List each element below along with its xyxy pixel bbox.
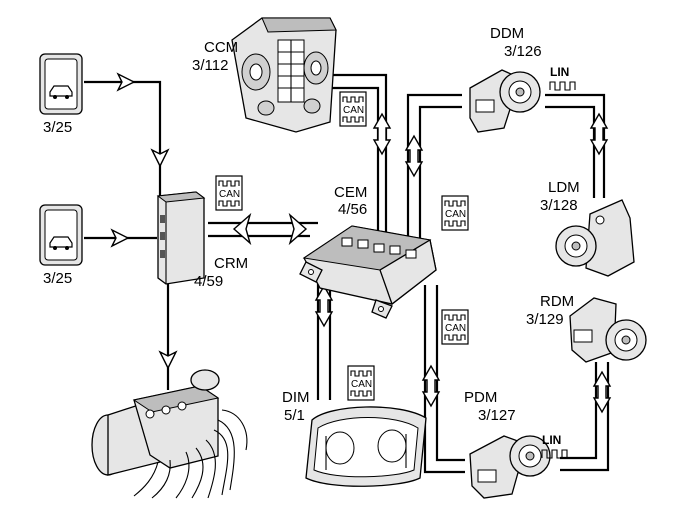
arrow-double-icon: [404, 134, 424, 178]
arrow-right-icon: [288, 212, 308, 246]
window-motor-icon: [469, 69, 541, 133]
can-label: CAN: [219, 189, 240, 200]
pdm-module: PDM 3/127: [464, 389, 551, 499]
car-lock-icon: [49, 85, 73, 99]
arrow-double-icon: [314, 284, 334, 328]
arrow-double-icon: [372, 112, 392, 156]
ccm-code: 3/112: [192, 57, 228, 74]
arrow-left-icon: [232, 212, 252, 246]
ldm-name: LDM: [548, 179, 580, 196]
arrow-double-icon: [592, 370, 612, 414]
control-module-icon: [156, 191, 206, 285]
instrument-cluster-icon: [305, 406, 427, 487]
crm-name: CRM: [214, 255, 248, 272]
can-bus-icon: CAN: [339, 91, 367, 127]
can-label: CAN: [351, 379, 372, 390]
path-rdm-pdm-a: [560, 362, 598, 460]
ldm-module: LDM 3/128: [540, 179, 635, 277]
switch-upper: 3/25: [39, 53, 83, 136]
ddm-module: DDM 3/126: [469, 25, 542, 133]
can-badge-ccm: CAN: [339, 91, 367, 127]
pdm-code: 3/127: [478, 407, 516, 424]
crm-module: CRM 4/59: [156, 191, 248, 290]
crm-code: 4/59: [194, 273, 223, 290]
control-module-icon: [299, 225, 437, 319]
lin-bus-icon: LIN: [541, 433, 568, 459]
path-cem-pdm-b: [435, 285, 465, 462]
arrow-double-icon: [421, 364, 441, 408]
hydraulic-unit-icon: [91, 369, 248, 499]
switch-lower: 3/25: [39, 204, 83, 287]
can-bus-icon: CAN: [441, 309, 469, 345]
arrow-down-icon: [150, 148, 170, 168]
can-bus-icon: CAN: [441, 195, 469, 231]
ddm-code: 3/126: [504, 43, 542, 60]
path-switch-upper-crm: [84, 80, 162, 197]
path-cem-ddm-a: [406, 93, 462, 240]
can-badge-pdm: CAN: [441, 309, 469, 345]
arrow-right-icon: [116, 72, 136, 92]
climate-panel-icon: [231, 17, 337, 133]
car-unlock-icon: [49, 236, 73, 250]
dim-code: 5/1: [284, 407, 305, 424]
lin-label: LIN: [550, 65, 569, 79]
lin-badge-pdm: LIN: [541, 433, 568, 459]
path-cem-ddm-b: [418, 105, 462, 240]
can-label: CAN: [343, 105, 364, 116]
can-badge-dim: CAN: [347, 365, 375, 401]
dim-module: DIM 5/1: [282, 389, 427, 487]
path-ddm-ldm-b: [545, 105, 596, 198]
lin-label: LIN: [542, 433, 561, 447]
can-badge-crm: CAN: [215, 175, 243, 211]
ddm-name: DDM: [490, 25, 524, 42]
dim-name: DIM: [282, 389, 310, 406]
cem-name: CEM: [334, 184, 367, 201]
path-ccm-cem-a: [330, 73, 388, 232]
can-label: CAN: [445, 323, 466, 334]
lin-bus-icon: LIN: [549, 65, 576, 91]
rdm-name: RDM: [540, 293, 574, 310]
signal-paths: [84, 73, 610, 474]
hydraulic-unit: [91, 369, 248, 499]
window-motor-icon: [569, 297, 647, 363]
cem-module: CEM 4/56: [299, 184, 437, 319]
arrow-down-icon: [158, 350, 178, 370]
ldm-code: 3/128: [540, 197, 578, 214]
window-motor-icon: [555, 199, 635, 277]
switch-lower-code: 3/25: [43, 270, 72, 287]
lin-badge-ddm: LIN: [549, 65, 576, 91]
rdm-code: 3/129: [526, 311, 564, 328]
rdm-module: RDM 3/129: [526, 293, 647, 363]
path-ccm-cem-b: [325, 86, 380, 236]
cem-code: 4/56: [338, 201, 367, 218]
ccm-name: CCM: [204, 39, 238, 56]
can-bus-icon: CAN: [215, 175, 243, 211]
window-motor-icon: [469, 435, 551, 499]
arrow-right-icon: [110, 228, 130, 248]
can-bus-icon: CAN: [347, 365, 375, 401]
path-ddm-ldm-a: [545, 93, 606, 198]
arrow-double-icon: [589, 112, 609, 156]
ccm-module: CCM 3/112: [192, 17, 337, 133]
pdm-name: PDM: [464, 389, 497, 406]
arrow-heads: [110, 72, 612, 414]
switch-upper-code: 3/25: [43, 119, 72, 136]
can-label: CAN: [445, 209, 466, 220]
can-badge-ddm: CAN: [441, 195, 469, 231]
path-cem-pdm-a: [423, 285, 465, 474]
